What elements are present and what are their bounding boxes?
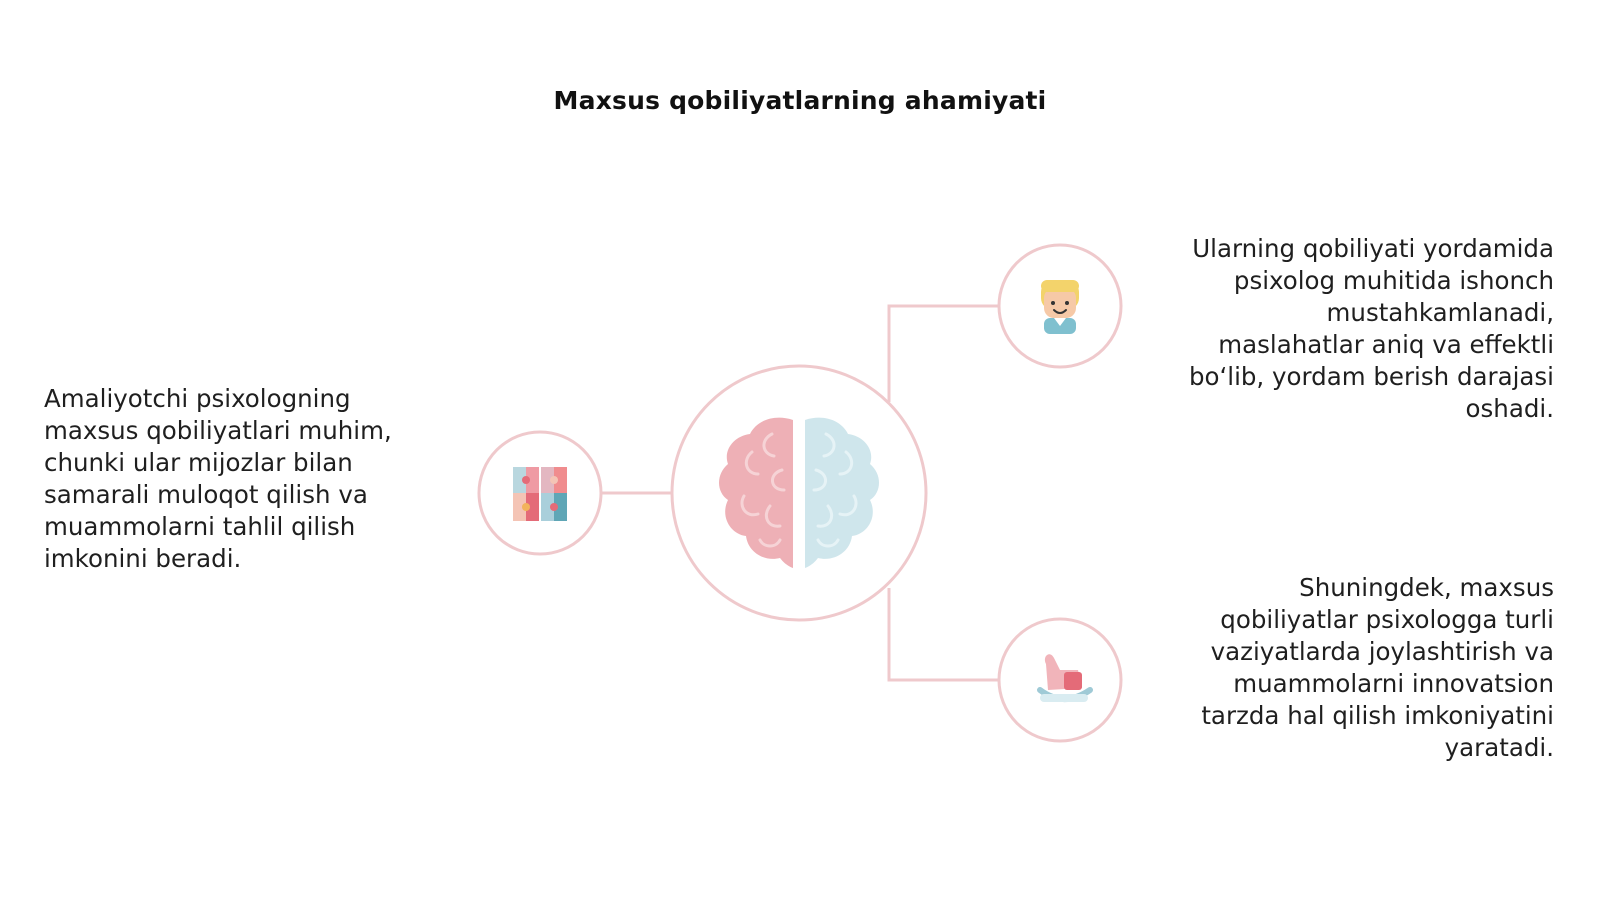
center-node	[670, 364, 928, 622]
right-bottom-description: Shuningdek, maxsus qobiliyatlar psixolog…	[1201, 573, 1554, 762]
connector-lines	[601, 304, 999, 682]
connector-right-top	[887, 304, 999, 402]
brain-icon	[719, 417, 879, 568]
right-bottom-node	[997, 617, 1123, 743]
rocking-horse-icon	[1037, 654, 1093, 702]
child-face-icon	[1041, 280, 1079, 334]
left-node	[477, 430, 603, 556]
right-top-node	[997, 243, 1123, 369]
connector-right-bottom	[887, 588, 999, 682]
puzzle-icon	[513, 467, 567, 521]
left-description: Amaliyotchi psixologning maxsus qobiliya…	[44, 384, 392, 573]
slide-title: Maxsus qobiliyatlarning ahamiyati	[553, 86, 1047, 115]
right-top-description: Ularning qobiliyati yordamida psixolog m…	[1188, 234, 1554, 423]
